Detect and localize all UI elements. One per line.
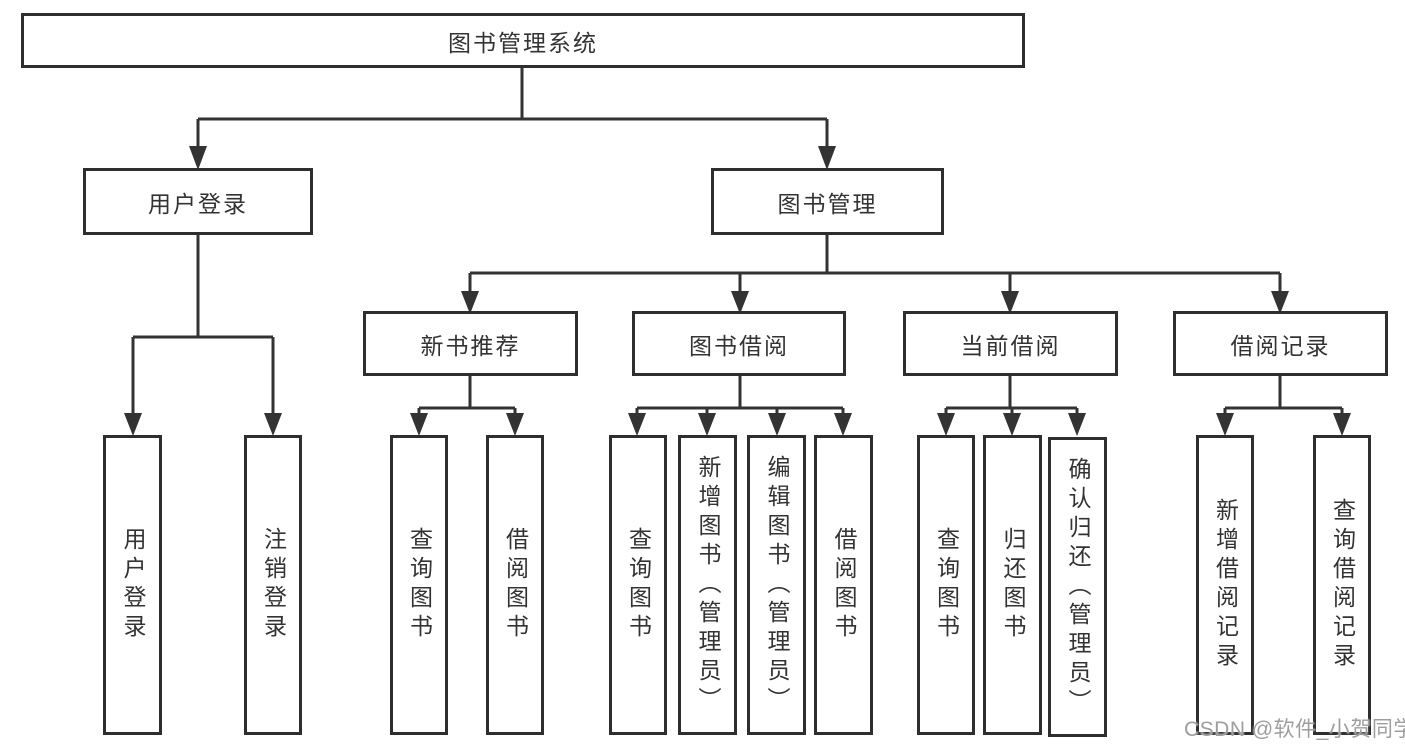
leaf-label: 确认归还（管理员） xyxy=(1065,456,1091,718)
node-label: 图书管理 xyxy=(777,190,878,217)
csdn-watermark: CSDN @软件_小贺同学 xyxy=(1184,718,1405,741)
leaf-borrow-books-recommend: 借阅图书 xyxy=(486,435,544,735)
leaf-query-books-current: 查询图书 xyxy=(917,435,975,735)
connector-new-book xyxy=(410,376,524,436)
leaf-label: 注销登录 xyxy=(260,527,287,643)
leaf-logout: 注销登录 xyxy=(244,435,302,735)
node-label: 图书管理系统 xyxy=(448,29,598,56)
connector-borrow-records xyxy=(1216,376,1351,436)
leaf-label: 借阅图书 xyxy=(502,527,529,643)
leaf-add-book-admin: 新增图书（管理员） xyxy=(678,435,737,735)
leaf-label: 归还图书 xyxy=(1000,527,1026,643)
leaf-query-books-borrow: 查询图书 xyxy=(609,435,667,735)
leaf-label: 查询图书 xyxy=(625,527,652,643)
leaf-label: 查询图书 xyxy=(406,527,433,643)
connector-book-management xyxy=(461,235,1289,314)
leaf-label: 查询借阅记录 xyxy=(1329,498,1356,672)
leaf-query-books-recommend: 查询图书 xyxy=(390,435,448,735)
node-new-book-recommend: 新书推荐 xyxy=(363,311,578,376)
leaf-label: 借阅图书 xyxy=(831,527,857,643)
leaf-label: 新增图书（管理员） xyxy=(695,454,721,716)
connector-book-borrow xyxy=(628,376,852,436)
node-label: 用户登录 xyxy=(148,190,248,217)
leaf-label: 编辑图书（管理员） xyxy=(764,454,790,716)
leaf-label: 新增借阅记录 xyxy=(1212,498,1239,672)
leaf-edit-book-admin: 编辑图书（管理员） xyxy=(747,435,806,735)
leaf-return-book: 归还图书 xyxy=(983,435,1042,735)
connector-current-borrow xyxy=(937,376,1086,436)
node-book-borrow: 图书借阅 xyxy=(632,311,846,376)
node-borrow-records: 借阅记录 xyxy=(1173,311,1388,376)
leaf-borrow-books: 借阅图书 xyxy=(814,435,873,735)
node-book-management: 图书管理 xyxy=(711,168,944,235)
node-root: 图书管理系统 xyxy=(21,13,1025,68)
leaf-query-borrow-record: 查询借阅记录 xyxy=(1313,435,1371,735)
node-label: 借阅记录 xyxy=(1230,332,1331,359)
leaf-user-login: 用户登录 xyxy=(103,435,162,735)
leaf-confirm-return-admin: 确认归还（管理员） xyxy=(1048,437,1107,737)
leaf-label: 查询图书 xyxy=(933,527,960,643)
node-current-borrow: 当前借阅 xyxy=(903,311,1118,376)
node-label: 图书借阅 xyxy=(689,332,789,359)
leaf-label: 用户登录 xyxy=(120,527,146,643)
node-label: 新书推荐 xyxy=(420,332,521,359)
node-user-login: 用户登录 xyxy=(83,168,313,235)
connector-root xyxy=(189,68,836,170)
connector-user-login xyxy=(124,235,282,436)
leaf-add-borrow-record: 新增借阅记录 xyxy=(1196,435,1254,735)
node-label: 当前借阅 xyxy=(960,332,1061,359)
